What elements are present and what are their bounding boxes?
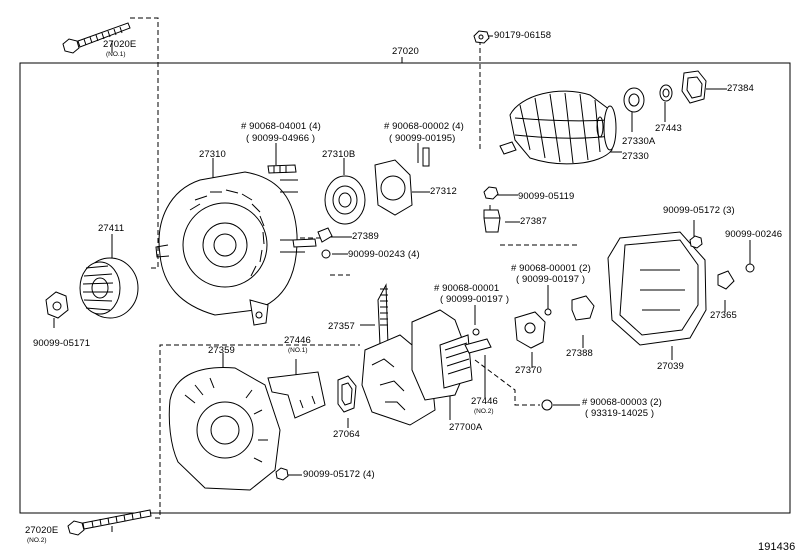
through-bolt-top[interactable] <box>62 22 131 54</box>
holder-screws[interactable] <box>544 308 552 316</box>
rectifier-end-cover[interactable] <box>607 231 707 346</box>
part-90179-label[interactable]: 90179-06158 <box>494 30 552 41</box>
diagram-id: 191436 <box>758 541 796 553</box>
nut-90179[interactable] <box>473 30 490 44</box>
part-90068-04001-label[interactable]: # 90068-04001 (4) <box>241 121 321 132</box>
pulley-nut[interactable] <box>45 291 69 319</box>
part-27388-label[interactable]: 27388 <box>566 348 593 359</box>
plate-27446-no2[interactable] <box>464 338 492 354</box>
part-27020-label[interactable]: 27020 <box>392 46 419 57</box>
part-90099-04966-label[interactable]: ( 90099-04966 ) <box>246 133 316 144</box>
frame-nut[interactable] <box>275 467 289 481</box>
part-27446-no1-note: (NO.1) <box>288 347 308 354</box>
part-27387-label[interactable]: 27387 <box>520 216 547 227</box>
part-27310b-label[interactable]: 27310B <box>322 149 356 160</box>
part-90068-00001-2-label[interactable]: # 90068-00001 (2) <box>511 263 591 274</box>
part-90099-00197-label[interactable]: ( 90099-00197 ) <box>440 294 510 305</box>
leader-lines <box>53 35 751 532</box>
part-90068-00003-label[interactable]: # 90068-00003 (2) <box>582 397 662 408</box>
bearing-retainer[interactable] <box>681 70 707 104</box>
part-27700a-label[interactable]: 27700A <box>449 422 483 433</box>
part-27020e-top-label[interactable]: 27020E <box>103 39 137 50</box>
part-90099-05172-4-label[interactable]: 90099-05172 (4) <box>303 469 375 480</box>
screw-00243[interactable] <box>321 249 331 259</box>
part-27020e-top-note: (NO.1) <box>106 51 126 58</box>
cover-nut[interactable] <box>689 235 703 249</box>
part-27020e-bottom-note: (NO.2) <box>27 537 47 544</box>
part-90068-00002-label[interactable]: # 90068-00002 (4) <box>384 121 464 132</box>
voltage-regulator[interactable] <box>411 309 473 401</box>
part-27039-label[interactable]: 27039 <box>657 361 684 372</box>
retainer-screws[interactable] <box>422 147 430 167</box>
bearing-retainer-plate[interactable] <box>374 159 413 216</box>
part-27357-label[interactable]: 27357 <box>328 321 355 332</box>
terminal-nut[interactable] <box>483 186 499 200</box>
rotor-bearing[interactable] <box>623 87 645 113</box>
assembly-frame <box>19 62 791 514</box>
part-27359-label[interactable]: 27359 <box>208 345 235 356</box>
part-90099-00195-label[interactable]: ( 90099-00195) <box>389 133 456 144</box>
part-27020e-bottom-label[interactable]: 27020E <box>25 525 59 536</box>
part-27064-label[interactable]: 27064 <box>333 429 360 440</box>
screw-00246[interactable] <box>745 263 755 273</box>
part-90099-05119-label[interactable]: 90099-05119 <box>518 191 575 202</box>
clip-27389[interactable] <box>317 227 333 243</box>
rectifier-end-frame[interactable] <box>168 366 281 491</box>
stud-bolts[interactable] <box>267 164 317 248</box>
part-27389-label[interactable]: 27389 <box>352 231 379 242</box>
part-27330-label[interactable]: 27330 <box>622 151 649 162</box>
part-27365-label[interactable]: 27365 <box>710 310 737 321</box>
part-27384-label[interactable]: 27384 <box>727 83 754 94</box>
part-93319-14025-label[interactable]: ( 93319-14025 ) <box>585 408 655 419</box>
part-27330a-label[interactable]: 27330A <box>622 136 656 147</box>
front-bearing[interactable] <box>324 175 366 225</box>
holder-27388[interactable] <box>571 295 595 321</box>
part-90099-05172-3-label[interactable]: 90099-05172 (3) <box>663 205 735 216</box>
washer-93319[interactable] <box>541 399 553 411</box>
part-27312-label[interactable]: 27312 <box>430 186 457 197</box>
part-90099-00243-label[interactable]: 90099-00243 (4) <box>348 249 420 260</box>
terminal-insulator[interactable] <box>483 209 501 233</box>
rotor-assembly[interactable] <box>499 90 617 165</box>
part-90068-00001-label[interactable]: # 90068-00001 <box>434 283 500 294</box>
part-27310-label[interactable]: 27310 <box>199 149 226 160</box>
part-27370-label[interactable]: 27370 <box>515 365 542 376</box>
gasket-27064[interactable] <box>337 375 357 413</box>
plate-screw[interactable] <box>472 328 480 336</box>
part-27443-label[interactable]: 27443 <box>655 123 682 134</box>
bearing-cover-ring[interactable] <box>659 84 673 102</box>
drive-end-frame[interactable] <box>155 171 305 326</box>
part-90099-00197-2-label[interactable]: ( 90099-00197 ) <box>516 274 586 285</box>
brush-holder[interactable] <box>514 311 546 349</box>
part-27446-no2-label[interactable]: 27446 <box>471 396 498 407</box>
pulley[interactable] <box>79 257 139 319</box>
part-27446-no2-note: (NO.2) <box>474 408 494 415</box>
part-27446-no1-label[interactable]: 27446 <box>284 335 311 346</box>
insulator-27365[interactable] <box>717 270 735 290</box>
part-90099-00246-label[interactable]: 90099-00246 <box>725 229 783 240</box>
part-27411-label[interactable]: 27411 <box>98 223 125 234</box>
part-90099-05171-label[interactable]: 90099-05171 <box>33 338 91 349</box>
plate-27446-no1[interactable] <box>267 371 326 419</box>
through-bolt-bottom[interactable] <box>67 509 152 536</box>
